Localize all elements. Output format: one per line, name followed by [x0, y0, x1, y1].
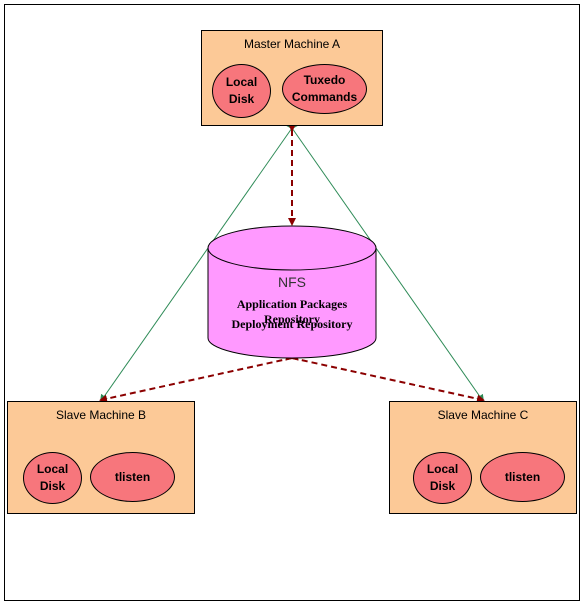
- slave-b-tlisten-label: tlisten: [114, 469, 151, 484]
- slave-b-tlisten-node: tlisten: [90, 452, 175, 502]
- master-machine-box: Master Machine A Local Disk Tuxedo Comma…: [201, 30, 383, 126]
- slave-c-tlisten-node: tlisten: [480, 452, 565, 502]
- slave-c-local-disk-label: Local Disk: [426, 462, 459, 493]
- master-machine-title: Master Machine A: [243, 37, 341, 51]
- slave-machine-c-title: Slave Machine C: [437, 408, 529, 422]
- slave-machine-b-title: Slave Machine B: [55, 408, 147, 422]
- nfs-cylinder-top: [207, 225, 377, 271]
- master-local-disk-label: Local Disk: [225, 75, 258, 106]
- master-tuxedo-commands-label: Tuxedo Commands: [291, 73, 358, 104]
- slave-c-tlisten-label: tlisten: [504, 469, 541, 484]
- slave-b-local-disk-label: Local Disk: [36, 462, 69, 493]
- slave-machine-c-box: Slave Machine C Local Disk tlisten: [389, 401, 577, 514]
- nfs-title: NFS: [278, 274, 306, 290]
- master-tuxedo-commands-node: Tuxedo Commands: [282, 64, 367, 114]
- link-nfs-to-slave-b: [99, 352, 299, 403]
- slave-machine-b-box: Slave Machine B Local Disk tlisten: [7, 401, 195, 514]
- nfs-deployment-label: Deployment Repository: [231, 317, 353, 331]
- link-nfs-to-slave-c: [285, 352, 485, 403]
- slave-b-local-disk-node: Local Disk: [23, 452, 82, 504]
- nfs-app-packages-label: Application Packages Repository: [236, 297, 348, 326]
- slave-c-local-disk-node: Local Disk: [413, 452, 472, 504]
- nfs-cylinder-body: [207, 248, 377, 359]
- master-local-disk-node: Local Disk: [212, 64, 271, 118]
